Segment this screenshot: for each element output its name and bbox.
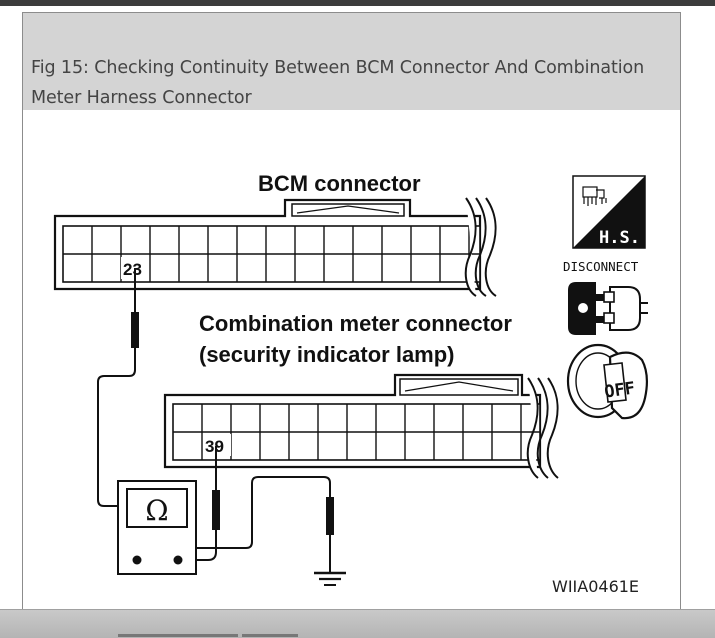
figure-code: WIIA0461E — [552, 577, 639, 596]
window-top-bar — [0, 0, 715, 6]
bcm-connector-label: BCM connector — [258, 171, 421, 196]
ohmmeter — [117, 480, 197, 575]
disconnect-label: DISCONNECT — [563, 259, 639, 274]
hs-icon-label: H.S. — [599, 228, 640, 248]
bcm-terminal-label: 23 — [123, 260, 142, 279]
window-bottom-bar — [0, 609, 715, 638]
combination-meter-label-line2: (security indicator lamp) — [199, 342, 455, 367]
bottom-bar-tab — [118, 634, 238, 637]
meter-terminal-39-cell — [203, 434, 231, 456]
figure-caption-bar: Fig 15: Checking Continuity Between BCM … — [23, 13, 680, 110]
bcm-connector — [53, 197, 497, 297]
disconnect-icon — [568, 282, 648, 335]
combination-meter-label-line1: Combination meter connector — [199, 311, 512, 336]
ohm-symbol: Ω — [145, 494, 168, 527]
ignition-key-off-icon — [566, 343, 649, 420]
figure-caption: Fig 15: Checking Continuity Between BCM … — [31, 58, 645, 108]
bottom-bar-tab — [242, 634, 298, 637]
combination-meter-connector — [163, 373, 559, 479]
test-leads — [97, 268, 346, 586]
ignition-key-off-label: OFF — [603, 378, 636, 402]
hs-icon: H.S. — [572, 175, 646, 249]
meter-terminal-label: 39 — [205, 437, 224, 456]
